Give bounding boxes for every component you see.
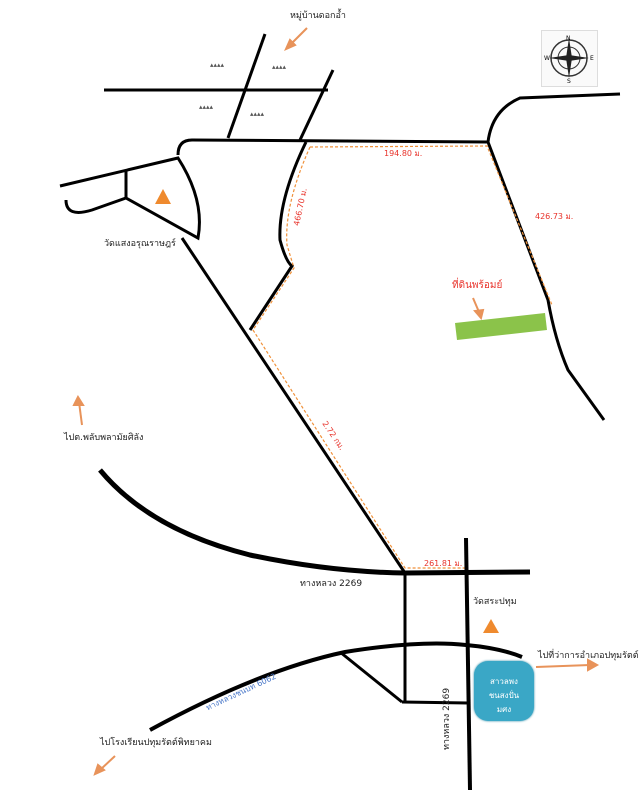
house-icon: ▴▴▴▴	[210, 61, 225, 69]
road-top-diag-2	[298, 69, 335, 141]
label-highway-main: ทางหลวง 2269	[300, 579, 363, 589]
temple-north-icon	[155, 189, 171, 204]
label-to-district: ไปที่ว่าการอำเภอปทุมรัตต์	[538, 651, 639, 661]
measure-top-edge: 194.80 ม.	[384, 149, 423, 158]
road-west-loop	[59, 156, 201, 241]
compass-e: E	[590, 55, 594, 62]
site-boundary	[252, 145, 553, 569]
arrow-north-west-head	[72, 394, 85, 406]
house-icons: ▴▴▴▴ ▴▴▴▴ ▴▴▴▴ ▴▴▴▴	[199, 61, 287, 118]
pond-line-2: ชนสงปั่น	[488, 691, 520, 700]
road-rural-6062	[149, 641, 523, 732]
arrow-southwest-head	[93, 763, 106, 776]
road-upper-main	[176, 138, 489, 156]
pond-line-3: มศง	[496, 705, 512, 714]
road-top-diag-1	[226, 33, 267, 139]
compass-rose: N S E W	[541, 30, 598, 87]
compass-n: N	[566, 35, 571, 42]
road-curved-connector	[248, 141, 308, 331]
label-to-school: ไปโรงเรียนปทุมรัตต์พิทยาคม	[100, 738, 212, 748]
road-northeast	[486, 92, 621, 143]
compass-w: W	[544, 55, 550, 62]
label-site: ที่ดินพร้อมย์	[452, 280, 503, 291]
temple-south-icon	[483, 619, 499, 633]
measure-right-edge: 426.73 ม.	[535, 212, 574, 221]
road-long-diagonal	[180, 237, 407, 574]
road-vertical-2269	[464, 537, 472, 791]
label-temple-north: วัดแสงอรุณราษฎร์	[104, 239, 176, 249]
direction-arrows	[72, 27, 600, 776]
label-village: หมู่บ้านดอกอ้ำ	[290, 11, 346, 21]
measure-bottom-segment: 261.81 ม.	[424, 559, 463, 568]
compass-icon: N S E W	[544, 35, 594, 85]
arrow-village-head	[284, 38, 297, 51]
arrow-east-head	[587, 658, 600, 672]
road-branch	[339, 650, 403, 704]
pond: สาวลพง ชนสงปั่น มศง	[474, 661, 534, 721]
road-lower-h	[401, 700, 469, 705]
road-east	[486, 141, 606, 421]
label-highway-vertical: ทางหลวง 2269	[442, 687, 452, 750]
arrow-east	[535, 664, 591, 668]
label-temple-south: วัดสระปทุม	[473, 597, 517, 607]
pond-line-1: สาวลพง	[490, 677, 518, 686]
house-icon: ▴▴▴▴	[199, 103, 214, 111]
house-icon: ▴▴▴▴	[272, 63, 287, 71]
site-marker	[455, 313, 547, 340]
arrow-site-head	[473, 308, 485, 321]
compass-s: S	[567, 78, 571, 85]
house-icon: ▴▴▴▴	[250, 110, 265, 118]
label-to-phakhmoon: ไปต.พลับพลามัยศิลัง	[64, 433, 144, 443]
road-lower-west	[98, 468, 531, 576]
